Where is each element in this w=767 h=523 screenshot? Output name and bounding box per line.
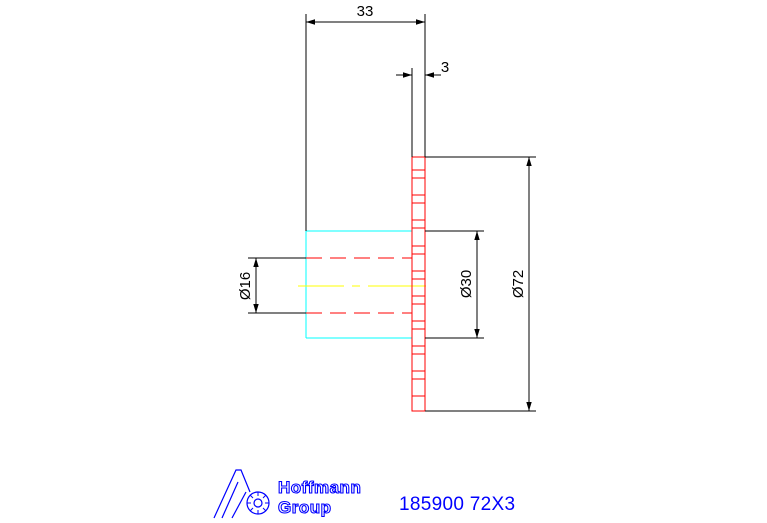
dimension-label-bore-diameter: Ø16: [237, 272, 254, 300]
dimension-overall-length: [305, 14, 426, 231]
dimension-label-flange-thickness: 3: [441, 59, 449, 76]
logo-wordmark-line2: Group: [277, 497, 332, 517]
hub-body: [305, 230, 412, 339]
dimension-label-overall-length: 33: [357, 3, 374, 20]
bore-hidden-lines: [306, 257, 412, 314]
dimension-outer-diameter: [425, 156, 536, 412]
dimension-bore-diameter: [248, 257, 306, 314]
part-number-label: 185900 72X3: [399, 494, 516, 515]
hoffmann-logo-icon: [213, 469, 270, 519]
dimension-hub-diameter: [425, 230, 484, 339]
dimension-label-outer-diameter: Ø72: [510, 270, 527, 298]
dimension-flange-thickness: [396, 68, 441, 157]
dimension-label-hub-diameter: Ø30: [458, 270, 475, 298]
flange-body: [411, 156, 426, 412]
logo-wordmark-line1: Hoffmann: [277, 477, 362, 497]
